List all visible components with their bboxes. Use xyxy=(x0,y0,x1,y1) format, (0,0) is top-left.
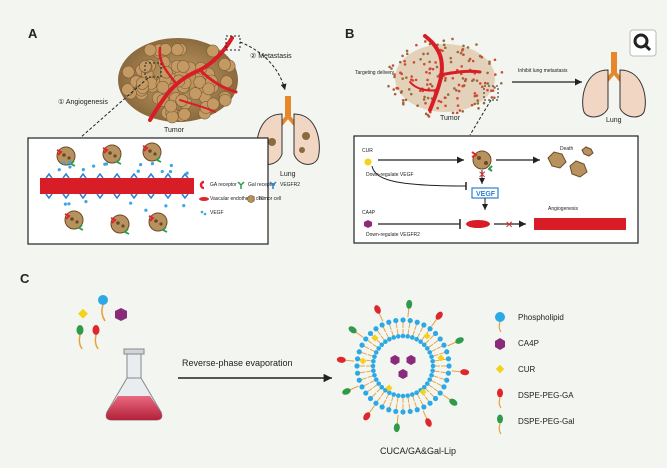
legend-c-text: DSPE-PEG-Gal xyxy=(518,417,575,426)
legend-c-item: CA4P xyxy=(495,338,539,350)
tumor-cell-b xyxy=(471,150,493,172)
tumor-cell-detail xyxy=(142,142,162,163)
legend-a-text: Vascular endothelial cell xyxy=(210,196,264,202)
legend-a-item: VEGFR2 xyxy=(269,181,300,189)
tumor-cell-detail xyxy=(64,210,84,231)
ga-receptor-icon xyxy=(199,180,205,190)
legend-a-text: Gal receptor xyxy=(248,182,276,188)
inhibit-label: Inhibit lung metastasis xyxy=(518,68,568,74)
legend-a-text: VEGFR2 xyxy=(280,182,300,188)
tumor-cell-detail xyxy=(110,214,130,235)
legend-c-item: DSPE-PEG-Gal xyxy=(497,414,575,435)
angiogenesis-label: ① Angiogenesis xyxy=(58,98,108,106)
down-vegf-label: Down-regulate VEGF xyxy=(366,172,414,178)
cur-star-icon xyxy=(364,158,372,166)
ca4p-hex-icon xyxy=(364,220,372,228)
panel-c: C Reverse-phase evaporation CUCA/GA&Gal-… xyxy=(20,271,575,456)
legend-c-item: DSPE-PEG-GA xyxy=(497,388,574,409)
death-label: Death xyxy=(560,146,574,152)
metastasis-zoom-box xyxy=(225,35,241,51)
targeting-label: Targeting delivery xyxy=(355,70,395,76)
components-icons xyxy=(76,295,127,350)
legend-c-text: Phospholipid xyxy=(518,313,564,322)
tumor-mass-b xyxy=(387,34,504,118)
legend-c-text: CUR xyxy=(518,365,536,374)
flask-icon xyxy=(105,348,163,421)
tumor-cell-detail xyxy=(102,144,122,165)
reverse-phase-label: Reverse-phase evaporation xyxy=(182,358,293,368)
ca4p-label-b: CA4P xyxy=(362,210,376,216)
legend-a-text: VEGF xyxy=(210,210,224,216)
metastasis-label: ② Metastasis xyxy=(250,52,292,60)
block-x-icon: ✕ xyxy=(478,170,486,181)
tumor-label-a: Tumor xyxy=(164,127,185,134)
legend-a-item: GA receptor xyxy=(199,180,237,190)
panel-c-label: C xyxy=(20,271,30,286)
tumor-label-b: Tumor xyxy=(440,115,461,122)
lung-label-a: Lung xyxy=(280,171,296,178)
legend-a-item: Tumor cell xyxy=(247,195,281,203)
vegf-box-text: VEGF xyxy=(476,191,496,198)
cur-label-b: CUR xyxy=(362,148,373,154)
tumor-mass-a xyxy=(118,36,238,124)
magnifier-icon xyxy=(633,33,649,49)
legend-a-item: Vascular endothelial cell xyxy=(199,196,264,202)
legend-a-text: Tumor cell xyxy=(258,196,281,202)
legend-a-text: GA receptor xyxy=(210,182,237,188)
panel-a-label: A xyxy=(28,26,38,41)
gal-receptor-icon xyxy=(237,181,245,189)
b-zoom-box xyxy=(483,85,499,101)
cur-icon xyxy=(495,364,505,374)
dspe-peg-ga-icon xyxy=(497,388,503,409)
vascular-cell-icon xyxy=(199,197,209,201)
lung-a-icon xyxy=(256,96,320,165)
legend-a-item: Gal receptor xyxy=(237,181,276,189)
liposome xyxy=(336,299,470,433)
b-zoom-line xyxy=(469,99,492,136)
down-vegfr2-label: Down-regulate VEGFR2 xyxy=(366,232,420,238)
vegfr2-icon xyxy=(269,181,277,189)
tumor-cell-icon xyxy=(247,195,255,203)
vegf-icon xyxy=(200,210,207,216)
angiogenesis-zoom-box xyxy=(144,62,162,78)
dspe-peg-gal-icon xyxy=(497,414,503,435)
tumor-cell-detail xyxy=(148,212,168,233)
tumor-cell-detail xyxy=(56,146,76,167)
panel-b: B Targeting delivery Tumor Inhibit lung … xyxy=(345,26,657,244)
liposome-caption: CUCA/GA&Gal-Lip xyxy=(380,446,456,456)
endothelial-cell-b xyxy=(466,220,490,228)
blood-vessel-a xyxy=(40,178,194,194)
lung-label-b: Lung xyxy=(606,117,622,124)
panel-b-label: B xyxy=(345,26,354,41)
angiogenesis-label-b: Angiogenesis xyxy=(548,206,579,212)
dead-cells xyxy=(547,146,594,178)
legend-c-item: Phospholipid xyxy=(495,312,564,333)
legend-c-item: CUR xyxy=(495,364,536,374)
vessel-b xyxy=(534,218,626,230)
panel-a: A ② Metastasis ① Angiogenesis Tumor xyxy=(27,26,320,245)
legend-a-item: VEGF xyxy=(200,210,224,216)
angiogenesis-zoom-line xyxy=(79,77,149,139)
ca4p-icon xyxy=(495,338,505,350)
phospholipid-icon xyxy=(495,312,505,333)
legend-c-text: CA4P xyxy=(518,339,539,348)
lung-b-icon xyxy=(582,52,646,118)
legend-c-text: DSPE-PEG-GA xyxy=(518,391,574,400)
block-x-icon-2: ✕ xyxy=(505,220,513,231)
zoom-button[interactable] xyxy=(629,29,657,57)
